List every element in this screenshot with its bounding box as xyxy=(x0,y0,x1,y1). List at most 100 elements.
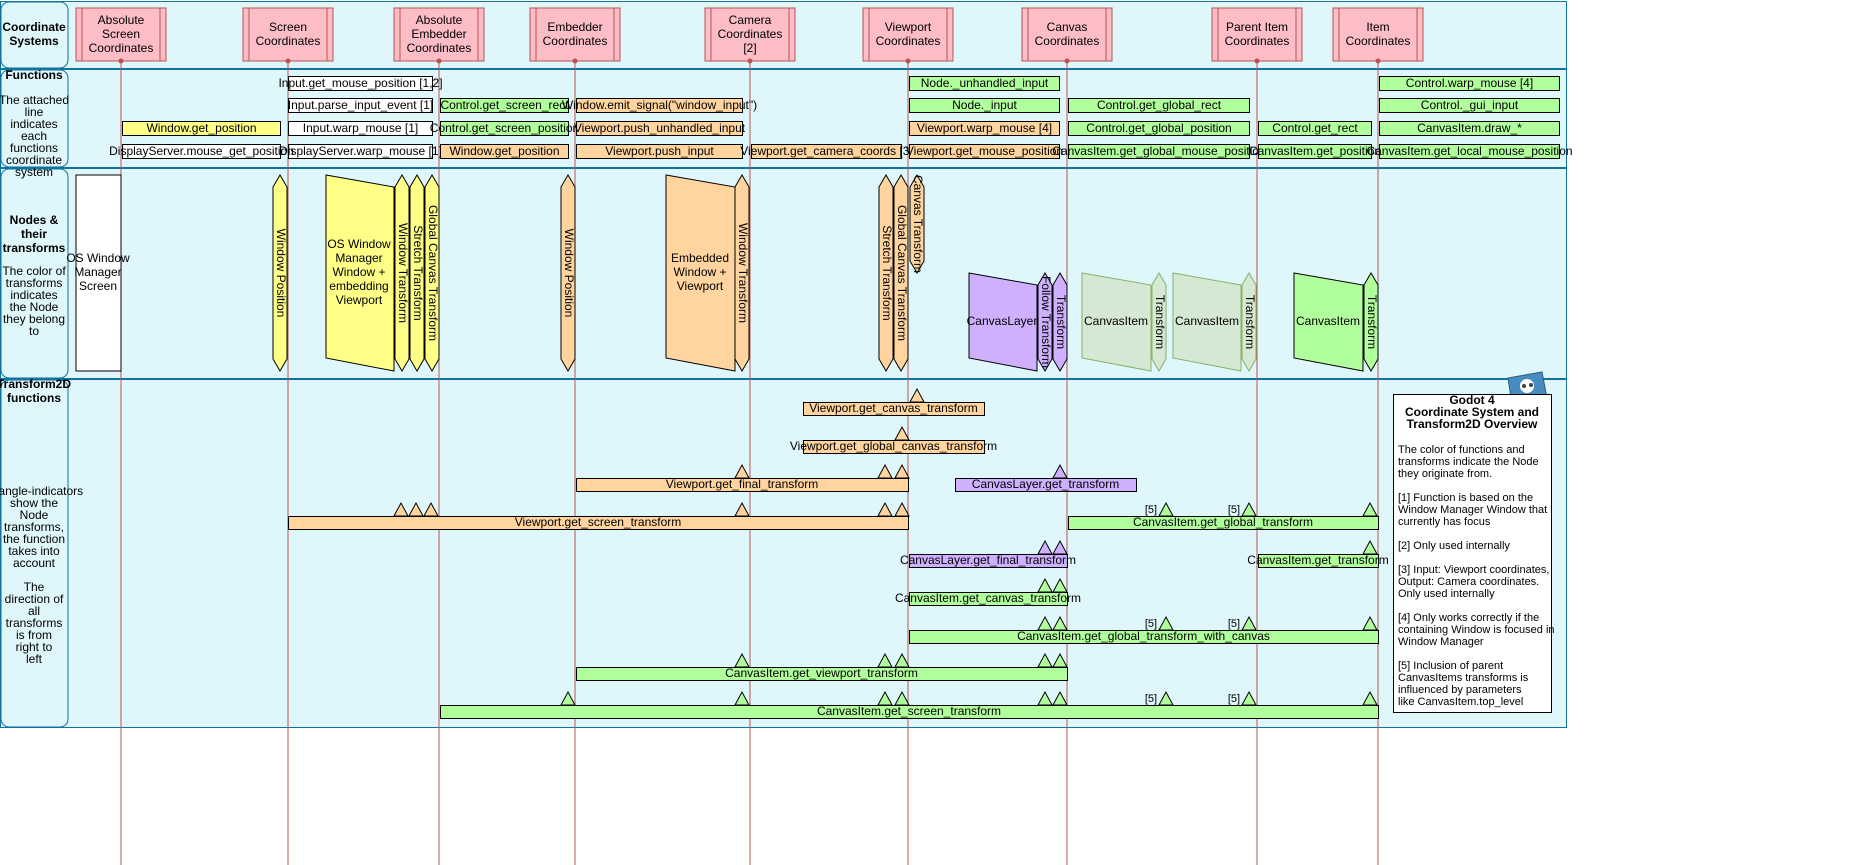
function-box xyxy=(288,98,433,113)
legend-line: [2] Only used internally xyxy=(1398,540,1510,552)
transform-shape xyxy=(272,174,288,372)
transform-label: Window Position xyxy=(274,229,288,318)
coordinate-system-header xyxy=(704,7,796,62)
function-box xyxy=(751,144,902,159)
function-box xyxy=(576,121,743,136)
legend-line: [4] Only works correctly if the xyxy=(1398,612,1539,624)
transform-function-label: CanvasItem.get_viewport_transform xyxy=(725,666,918,680)
function-box xyxy=(1379,98,1560,113)
function-label: CanvasItem.get_position xyxy=(1249,144,1381,158)
transform-function-bar xyxy=(909,592,1068,606)
function-label: Input.parse_input_event [1] xyxy=(288,98,433,112)
legend-line: Window Manager Window that xyxy=(1398,504,1547,516)
node-shape xyxy=(1293,272,1364,372)
function-label: Viewport.push_unhandled_input xyxy=(574,121,746,135)
lifeline-anchor xyxy=(436,58,442,64)
transform-shape xyxy=(394,174,410,372)
function-box xyxy=(576,144,743,159)
transform-label: Transform xyxy=(1243,295,1257,349)
transform-function-label: CanvasItem.get_global_transform_with_can… xyxy=(1017,629,1270,643)
function-box xyxy=(440,121,569,136)
lifeline-anchor xyxy=(572,58,578,64)
function-label: Node._unhandled_input xyxy=(921,76,1049,90)
transform-function-label: CanvasLayer.get_transform xyxy=(972,477,1119,491)
function-box xyxy=(1068,98,1250,113)
function-label: Control.get_global_position xyxy=(1086,121,1231,135)
section-header-box xyxy=(0,379,69,728)
transform-function-label: CanvasLayer.get_final_transform xyxy=(900,553,1076,567)
transform-function-bar xyxy=(440,705,1379,719)
coordinate-system-header xyxy=(1211,7,1303,62)
transform-shape xyxy=(409,174,425,372)
transform-label: Global Canvas Transform xyxy=(426,205,440,341)
function-box xyxy=(288,144,433,159)
function-box xyxy=(440,144,569,159)
transform-shape xyxy=(560,174,576,372)
legend-line: [1] Function is based on the xyxy=(1398,492,1533,504)
transform-function-label: Viewport.get_canvas_transform xyxy=(809,401,978,415)
footnote-marker: [5] xyxy=(1228,693,1240,705)
function-label: DisplayServer.mouse_get_position xyxy=(109,144,294,158)
lifeline-anchor xyxy=(747,58,753,64)
legend-line: currently has focus xyxy=(1398,516,1491,528)
function-box xyxy=(1379,76,1560,91)
transform-shape xyxy=(893,174,909,372)
transform-label: Canvas Transform xyxy=(911,175,925,273)
function-label: Control.get_screen_rect xyxy=(440,98,569,112)
transform-function-bar xyxy=(576,478,909,492)
transform-function-bar xyxy=(576,667,1068,681)
section-header-box xyxy=(0,69,69,168)
function-label: Window.emit_signal("window_input") xyxy=(562,98,757,112)
function-box xyxy=(1068,121,1250,136)
footnote-marker: [5] xyxy=(1228,504,1240,516)
transform-function-label: CanvasItem.get_canvas_transform xyxy=(895,591,1081,605)
legend-line: like CanvasItem.top_level xyxy=(1398,696,1523,708)
transform-shape xyxy=(734,174,750,372)
function-box xyxy=(909,98,1060,113)
legend-box xyxy=(1393,394,1552,713)
function-box xyxy=(909,121,1060,136)
legend-line: Only used internally xyxy=(1398,588,1495,600)
transform-function-bar xyxy=(909,630,1379,644)
transform-shape xyxy=(1052,272,1068,372)
section-title: Functions xyxy=(5,68,63,82)
function-box xyxy=(1258,144,1372,159)
lifeline-anchor xyxy=(118,58,124,64)
transform-function-label: CanvasItem.get_global_transform xyxy=(1133,515,1313,529)
function-label: Control.get_global_rect xyxy=(1097,98,1222,112)
transform-shape xyxy=(1363,272,1379,372)
function-box xyxy=(288,121,433,136)
function-label: CanvasItem.get_local_mouse_position xyxy=(1366,144,1572,158)
function-box xyxy=(440,98,569,113)
function-label: Control._gui_input xyxy=(1421,98,1519,112)
section-header-box xyxy=(0,1,69,69)
transform-shape xyxy=(424,174,440,372)
transform-function-label: CanvasItem.get_screen_transform xyxy=(817,704,1001,718)
function-label: Viewport.push_input xyxy=(605,144,714,158)
transform-shape xyxy=(1037,272,1053,372)
transform-function-bar xyxy=(803,440,985,454)
node-shape xyxy=(1172,272,1242,372)
logo-eye xyxy=(1522,384,1526,388)
transform-function-bar xyxy=(803,402,985,416)
transform-shape xyxy=(878,174,894,372)
transform-label: Window Position xyxy=(562,229,576,318)
footnote-marker: [5] xyxy=(1145,618,1157,630)
transform-label: Window Transform xyxy=(736,223,750,323)
node-label: CanvasItem xyxy=(1296,314,1360,328)
legend-line: Output: Camera coordinates. xyxy=(1398,576,1539,588)
function-box xyxy=(909,76,1060,91)
function-box xyxy=(1379,144,1560,159)
footnote-marker: [5] xyxy=(1145,504,1157,516)
node-shape xyxy=(665,174,736,372)
function-label: Window.get_position xyxy=(449,144,559,158)
